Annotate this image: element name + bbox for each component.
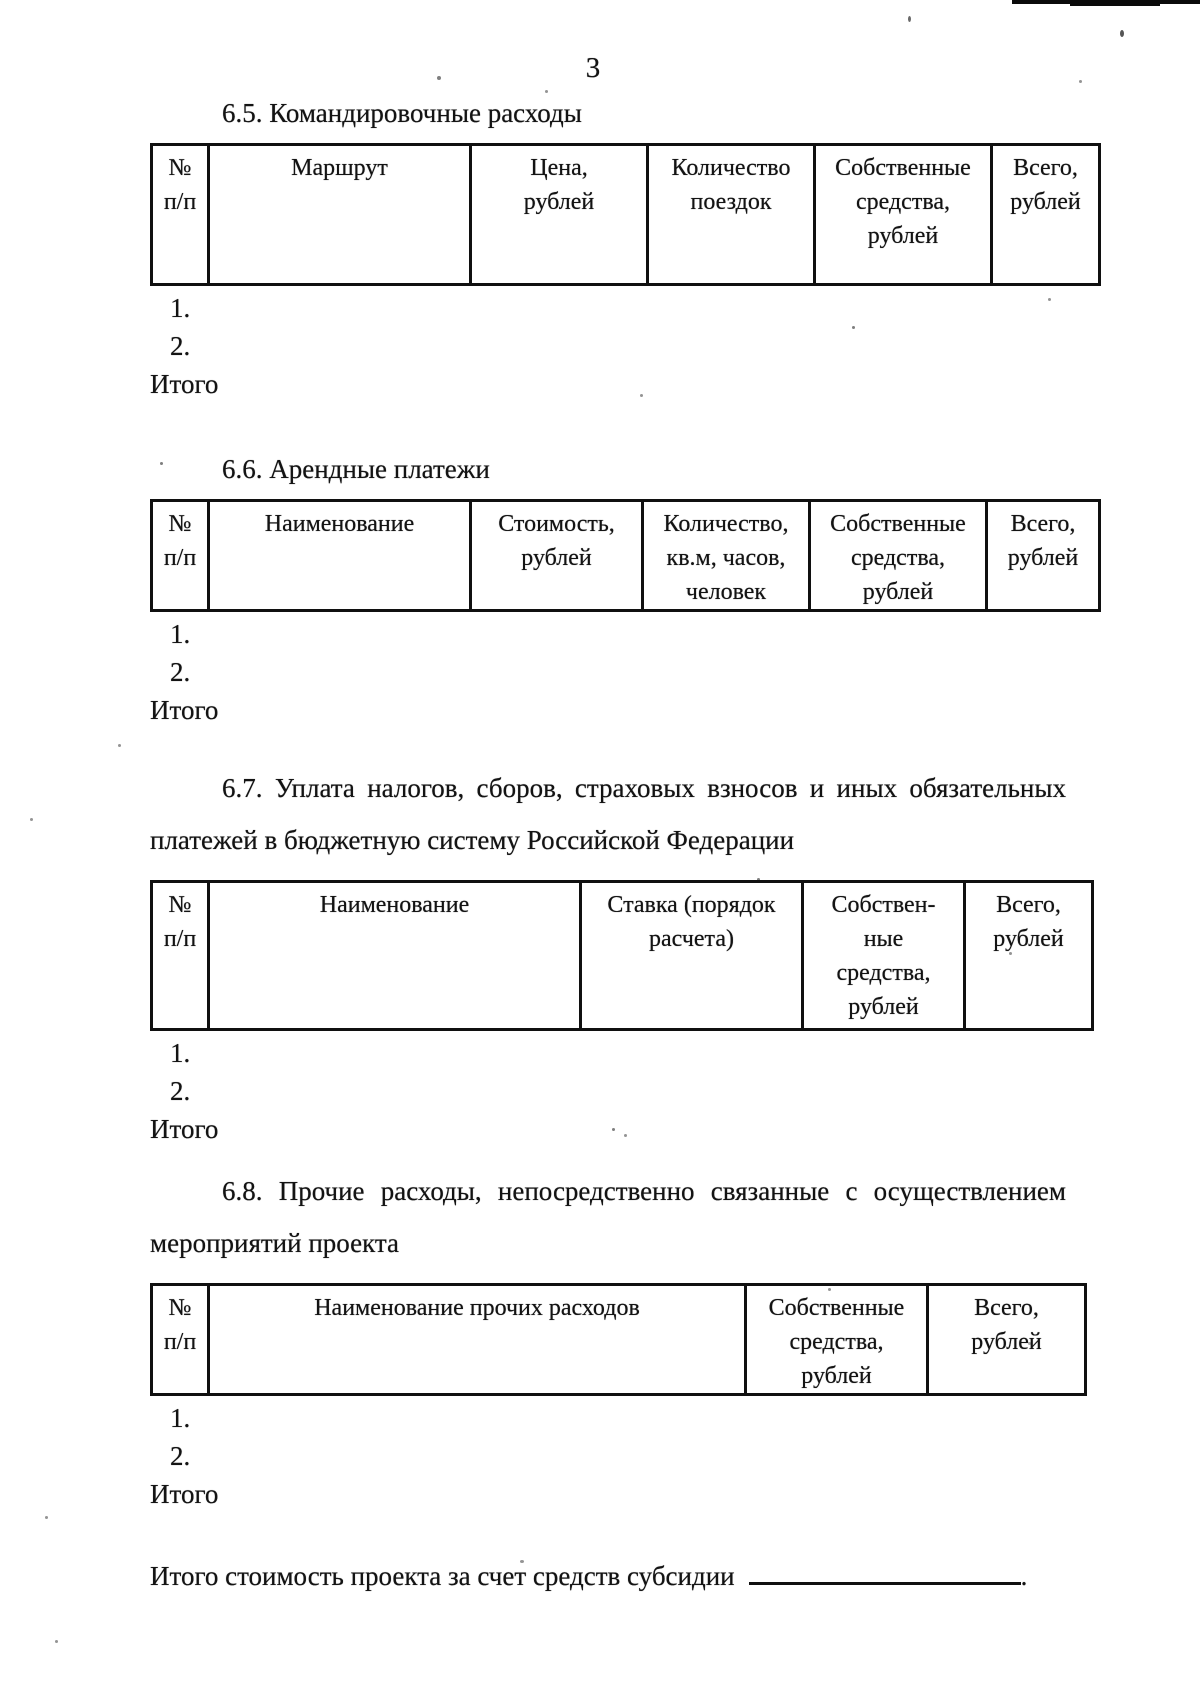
row-label-2: 2. <box>170 1441 191 1471</box>
scan-speck <box>520 1560 524 1563</box>
row-label-1: 1. <box>170 619 191 649</box>
col-header-number: № п/п <box>150 143 210 286</box>
section-title-6-6: 6.6. Арендные платежи <box>222 454 490 484</box>
rent-payments-table: № п/п Наименование Стоимость, рублей Кол… <box>150 499 1101 612</box>
col-header-own-funds: Собственные средства, рублей <box>744 1283 929 1396</box>
col-header-rate: Ставка (порядок расчета) <box>579 880 804 1031</box>
table-rows-6-6: 1. 2. Итого <box>150 620 1066 724</box>
col-header-price: Цена, рублей <box>469 143 649 286</box>
total-label: Итого <box>150 1114 219 1144</box>
scan-speck <box>908 16 911 22</box>
scan-speck <box>545 90 548 93</box>
col-header-name: Наименование <box>207 880 582 1031</box>
taxes-fees-table: № п/п Наименование Ставка (порядок расче… <box>150 880 1094 1031</box>
table-header-row: № п/п Маршрут Цена, рублей Количество по… <box>150 143 1101 286</box>
table-header-row: № п/п Наименование Ставка (порядок расче… <box>150 880 1094 1031</box>
subsidy-total-label: Итого стоимость проекта за счет средств … <box>150 1561 735 1591</box>
scan-speck <box>45 1516 48 1519</box>
col-header-cost: Стоимость, рублей <box>469 499 644 612</box>
scan-speck <box>1048 298 1051 301</box>
scan-speck <box>1120 30 1124 37</box>
row-label-1: 1. <box>170 293 191 323</box>
total-label: Итого <box>150 1479 219 1509</box>
scan-speck <box>640 394 643 397</box>
subsidy-total-blank-line <box>748 1560 1021 1585</box>
total-label: Итого <box>150 695 219 725</box>
col-header-name: Наименование <box>207 499 472 612</box>
page-number: 3 <box>585 52 601 84</box>
col-header-own-funds: Собствен- ные средства, рублей <box>801 880 966 1031</box>
row-label-2: 2. <box>170 1076 191 1106</box>
col-header-trip-count: Количество поездок <box>646 143 816 286</box>
row-label-2: 2. <box>170 657 191 687</box>
section-title-6-7: 6.7. Уплата налогов, сборов, страховых в… <box>150 773 1066 855</box>
travel-expenses-table: № п/п Маршрут Цена, рублей Количество по… <box>150 143 1101 286</box>
row-label-1: 1. <box>170 1038 191 1068</box>
scan-speck <box>757 878 760 881</box>
col-header-route: Маршрут <box>207 143 472 286</box>
col-header-total: Всего, рублей <box>963 880 1094 1031</box>
col-header-total: Всего, рублей <box>926 1283 1087 1396</box>
scan-speck <box>160 462 163 465</box>
col-header-quantity: Количество, кв.м, часов, человек <box>641 499 811 612</box>
table-rows-6-5: 1. 2. Итого <box>150 294 1066 398</box>
scan-artifact-top-edge-2 <box>1070 0 1160 6</box>
subsidy-total-line: Итого стоимость проекта за счет средств … <box>150 1560 1066 1592</box>
table-rows-6-7: 1. 2. Итого <box>150 1039 1066 1143</box>
col-header-number: № п/п <box>150 499 210 612</box>
section-title-6-5: 6.5. Командировочные расходы <box>222 98 582 128</box>
table-rows-6-8: 1. 2. Итого <box>150 1404 1066 1508</box>
col-header-number: № п/п <box>150 1283 210 1396</box>
scan-speck <box>624 1134 627 1137</box>
subsidy-total-period: . <box>1020 1561 1028 1591</box>
scan-speck <box>437 76 441 80</box>
col-header-own-funds: Собственные средства, рублей <box>808 499 988 612</box>
row-label-2: 2. <box>170 331 191 361</box>
scan-speck <box>55 1640 58 1643</box>
scan-speck <box>1079 80 1082 83</box>
col-header-number: № п/п <box>150 880 210 1031</box>
other-expenses-table: № п/п Наименование прочих расходов Собст… <box>150 1283 1087 1396</box>
section-title-6-8: 6.8. Прочие расходы, непосредственно свя… <box>150 1176 1066 1258</box>
table-header-row: № п/п Наименование прочих расходов Собст… <box>150 1283 1087 1396</box>
col-header-total: Всего, рублей <box>985 499 1101 612</box>
row-label-1: 1. <box>170 1403 191 1433</box>
scan-speck <box>118 744 121 747</box>
col-header-name: Наименование прочих расходов <box>207 1283 747 1396</box>
scan-speck <box>852 326 855 329</box>
total-label: Итого <box>150 369 219 399</box>
scan-speck <box>612 1128 615 1131</box>
col-header-own-funds: Собственные средства, рублей <box>813 143 993 286</box>
col-header-total: Всего, рублей <box>990 143 1101 286</box>
scan-speck <box>30 818 33 821</box>
table-header-row: № п/п Наименование Стоимость, рублей Кол… <box>150 499 1101 612</box>
